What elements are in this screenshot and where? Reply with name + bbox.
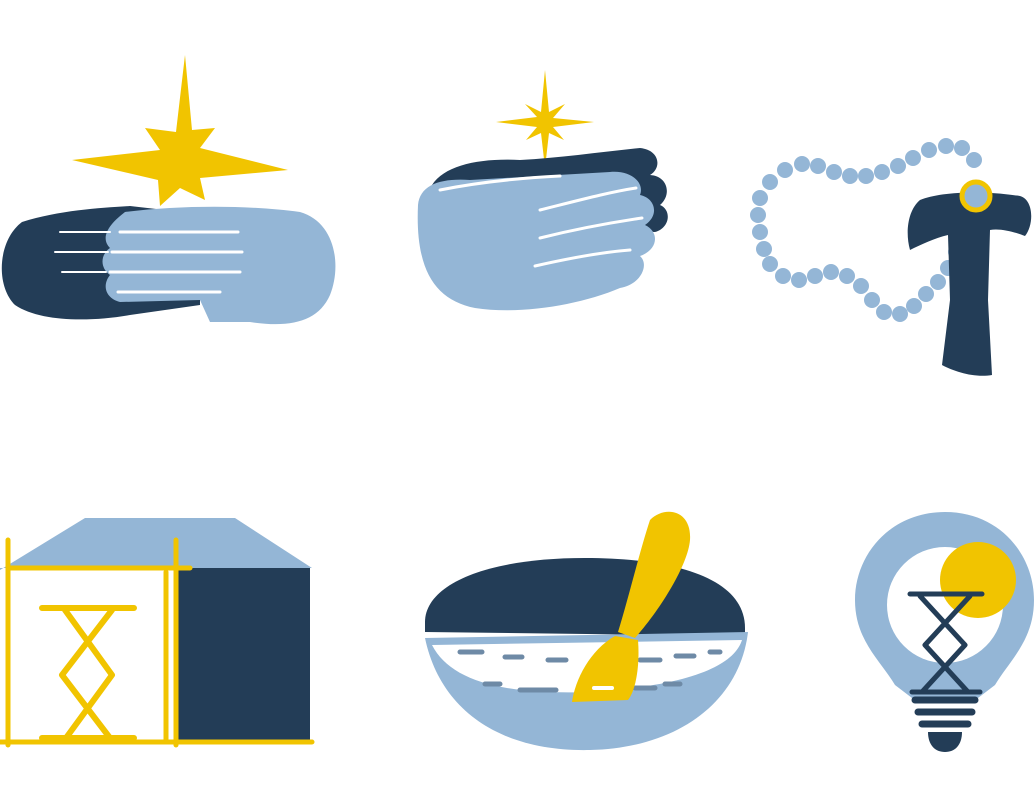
bowl-with-spoon-icon [425, 511, 748, 751]
broth-dashes [457, 649, 723, 693]
lightbulb-with-cross-icon [855, 512, 1034, 752]
dark-finger-line [54, 231, 111, 273]
hourglass-cross-shape [39, 605, 137, 741]
dark-wall-shape [178, 568, 310, 740]
tau-cross-shape [907, 192, 1032, 376]
small-star-shape [496, 70, 594, 168]
finger-line [533, 248, 632, 268]
thumb-line [438, 174, 562, 192]
bulb-base-lines [911, 696, 979, 728]
light-front-hand-shape [417, 171, 656, 311]
food-mound-shape [425, 558, 745, 636]
house-outline [0, 537, 315, 748]
finger-line [538, 216, 644, 240]
finger-line [538, 186, 638, 212]
hands-with-star-icon [1, 55, 336, 325]
star-shape [72, 55, 288, 206]
light-hand-shape [102, 206, 336, 325]
house-with-cross-icon [0, 518, 315, 748]
bulb-hourglass-cross [907, 591, 985, 695]
glow-circle [940, 542, 1016, 618]
roof-shape [0, 518, 312, 570]
medal-ring [959, 179, 993, 213]
rosary-tau-cross-icon [750, 138, 1032, 376]
spoon-head-shape [572, 636, 639, 702]
bulb-tip [928, 732, 962, 752]
spoon-handle-shape [618, 511, 691, 638]
cupped-hands-with-star-icon [417, 70, 668, 311]
